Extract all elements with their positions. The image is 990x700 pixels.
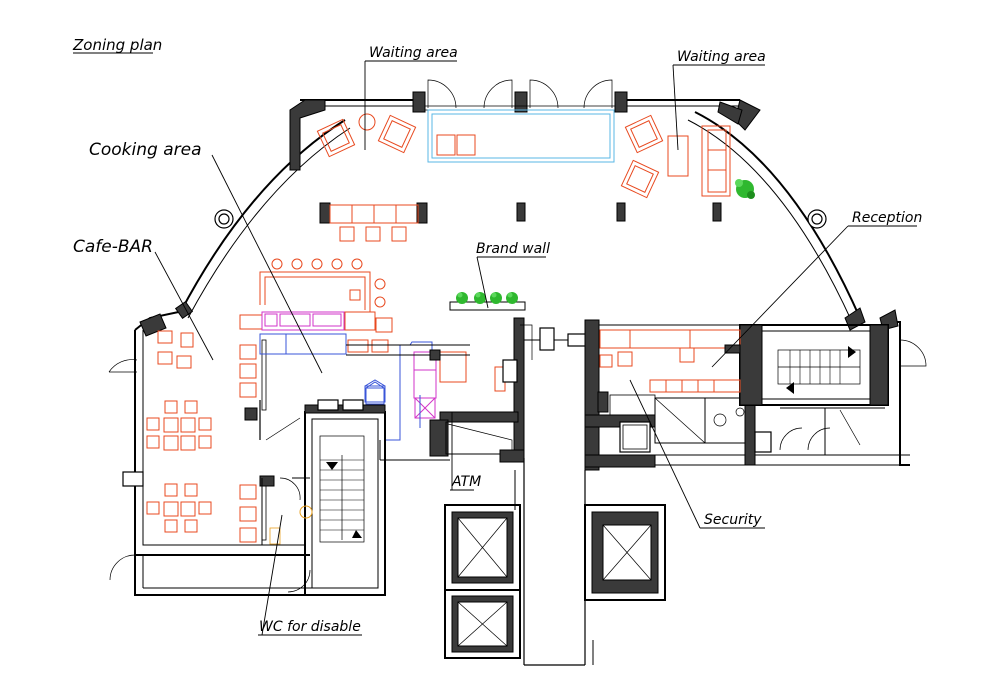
reception-desk (599, 329, 741, 393)
outer-curved-wall (179, 91, 861, 323)
kitchen-equipment (239, 311, 506, 441)
page-title: Zoning plan (72, 36, 162, 54)
bar-counter (259, 258, 386, 312)
wc-for-disable (261, 477, 313, 545)
label-cooking-area: Cooking area (89, 140, 202, 160)
label-cafe-bar: Cafe-BAR (73, 237, 153, 257)
right-stairwell (739, 324, 889, 406)
kitchen-walls (259, 344, 470, 461)
label-reception: Reception (852, 210, 922, 226)
leader-lines (154, 60, 917, 636)
label-waiting-area-left: Waiting area (369, 45, 458, 61)
elevator-left-lower (444, 589, 521, 659)
label-security: Security (704, 512, 762, 528)
elevator-right (584, 504, 666, 665)
elevator-corridor (523, 458, 586, 666)
waiting-furniture-right (620, 114, 731, 199)
elevator-left-upper (444, 504, 521, 591)
plant-icon (735, 179, 755, 199)
cafe-furniture (146, 330, 275, 543)
waiting-zone-piers (319, 202, 722, 224)
label-brand-wall: Brand wall (476, 241, 550, 257)
waiting-furniture-left (316, 113, 419, 242)
glass-display-case (427, 109, 615, 163)
brand-wall-plants (456, 292, 518, 304)
label-waiting-area-right: Waiting area (677, 49, 766, 65)
left-stairwell (304, 379, 386, 596)
center-core-walls (429, 301, 595, 510)
label-atm: ATM (451, 474, 481, 490)
label-wc-for-disable: WC for disable (259, 619, 361, 635)
